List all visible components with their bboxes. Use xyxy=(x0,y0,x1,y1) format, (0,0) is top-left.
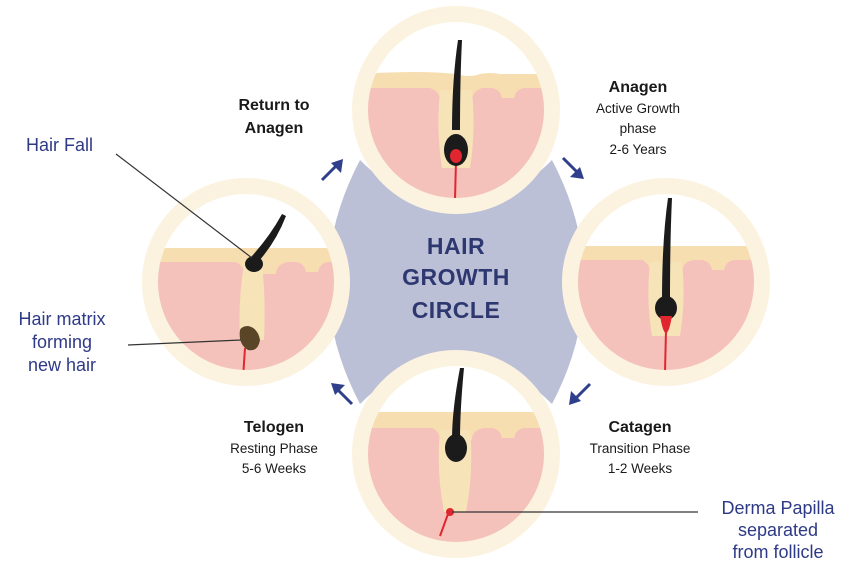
callout-hair-fall: Hair Fall xyxy=(26,135,93,155)
telogen-title: Telogen xyxy=(244,419,304,436)
leader-hair-matrix xyxy=(127,339,242,346)
arrow-top-right xyxy=(561,156,584,179)
center-title-line2: GROWTH xyxy=(402,264,510,290)
circle-top-anagen xyxy=(352,6,560,214)
callout-hair-matrix-line1: Hair matrix xyxy=(18,309,105,329)
callout-hair-matrix-line3: new hair xyxy=(28,355,96,375)
return-label-line1: Return to xyxy=(238,97,309,114)
callout-hair-matrix-line2: forming xyxy=(32,332,92,352)
anagen-line3: 2-6 Years xyxy=(609,142,666,157)
telogen-line1: Resting Phase xyxy=(230,441,318,456)
center-title-line1: HAIR xyxy=(427,233,485,259)
callout-derma-line3: from follicle xyxy=(732,542,823,562)
circle-right-catagen xyxy=(562,178,770,386)
anagen-line2: phase xyxy=(620,121,657,136)
telogen-line2: 5-6 Weeks xyxy=(242,461,307,476)
return-label-line2: Anagen xyxy=(245,120,304,137)
center-title-line3: CIRCLE xyxy=(412,297,501,323)
circle-bottom-telogen xyxy=(352,350,560,558)
arrow-top-left xyxy=(320,159,343,182)
center-shape xyxy=(328,160,584,404)
circle-left-exogen xyxy=(142,178,350,386)
arrow-bottom-right xyxy=(569,382,592,405)
catagen-line1: Transition Phase xyxy=(590,441,691,456)
arrow-bottom-left xyxy=(331,383,354,406)
anagen-line1: Active Growth xyxy=(596,101,680,116)
catagen-title: Catagen xyxy=(608,419,671,436)
catagen-line2: 1-2 Weeks xyxy=(608,461,673,476)
callout-derma-line1: Derma Papilla xyxy=(721,498,835,518)
callout-derma-line2: separated xyxy=(738,520,818,540)
leader-hair-fall xyxy=(115,153,253,259)
anagen-title: Anagen xyxy=(609,79,668,96)
